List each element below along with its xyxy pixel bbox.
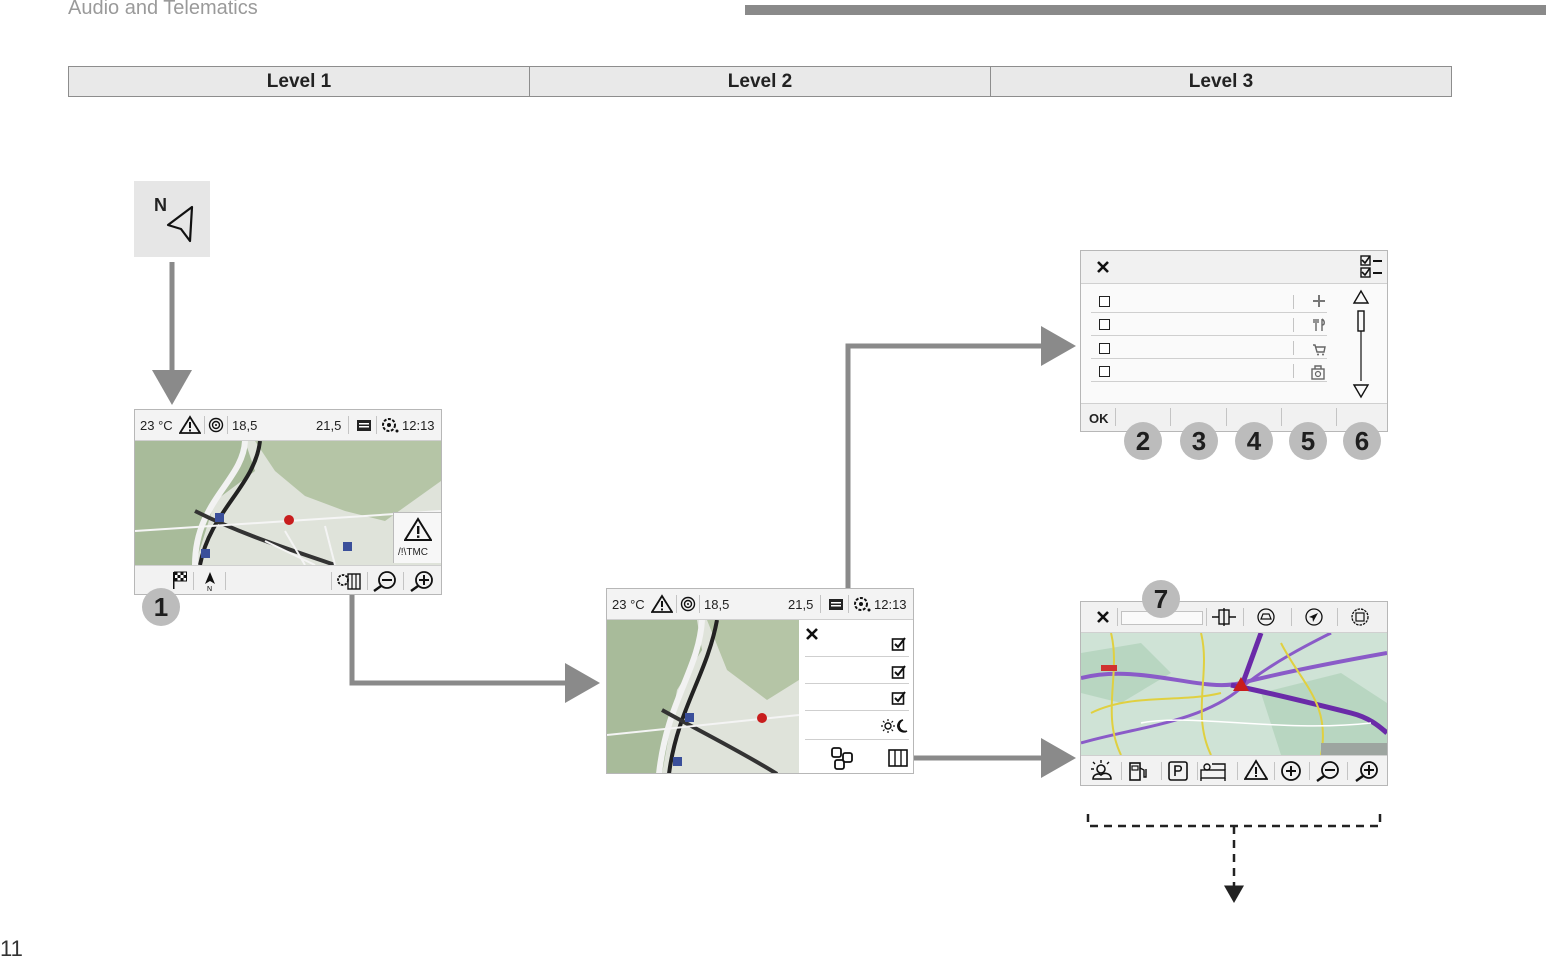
value-left: 18,5 bbox=[704, 597, 730, 612]
poi-checkbox[interactable] bbox=[1099, 343, 1110, 354]
poi-checkbox[interactable] bbox=[1099, 296, 1110, 307]
zoom-in-icon[interactable] bbox=[408, 570, 436, 592]
zoom-out-icon[interactable] bbox=[371, 570, 399, 592]
value-right: 21,5 bbox=[788, 597, 814, 612]
level-header-table: Level 1 Level 2 Level 3 bbox=[68, 66, 1452, 97]
navigation-arrow-icon bbox=[166, 205, 194, 243]
callout-7: 7 bbox=[1142, 580, 1180, 618]
temperature: 23 °C bbox=[612, 597, 645, 612]
svg-text:N: N bbox=[207, 586, 212, 592]
callout-6: 6 bbox=[1343, 422, 1381, 460]
map-options-icon[interactable] bbox=[1350, 607, 1370, 627]
map-scale-icon[interactable] bbox=[1211, 608, 1237, 626]
callout-2: 2 bbox=[1124, 422, 1162, 460]
poi-checkbox[interactable] bbox=[1099, 319, 1110, 330]
level2-map-options-screen: 23 °C 18,5 21,5 12:13 bbox=[606, 588, 914, 774]
list-footer-bar: OK bbox=[1081, 403, 1387, 431]
settings-gear-icon bbox=[382, 418, 399, 433]
ok-button[interactable]: OK bbox=[1089, 411, 1109, 426]
callout-5: 5 bbox=[1289, 422, 1327, 460]
north-up-icon[interactable]: N bbox=[202, 570, 218, 592]
callout-1: 1 bbox=[142, 588, 180, 626]
select-all-icon[interactable] bbox=[1359, 254, 1385, 280]
value-left: 18,5 bbox=[232, 418, 258, 433]
close-icon[interactable] bbox=[1096, 610, 1110, 624]
compass-icon[interactable] bbox=[1304, 607, 1324, 627]
level3-poi-list-screen: OK bbox=[1080, 250, 1388, 432]
traffic-warning-icon bbox=[404, 517, 432, 541]
status-bar: 23 °C 18,5 21,5 12:13 bbox=[607, 589, 913, 620]
close-button[interactable] bbox=[799, 620, 825, 648]
callout-4: 4 bbox=[1235, 422, 1273, 460]
map-settings-icon[interactable] bbox=[336, 571, 362, 591]
temperature: 23 °C bbox=[140, 418, 173, 433]
points-of-interest-icon[interactable] bbox=[829, 745, 855, 771]
close-icon bbox=[806, 628, 818, 640]
messages-icon bbox=[829, 599, 843, 610]
messages-icon bbox=[357, 420, 371, 431]
map-view-icon[interactable] bbox=[887, 748, 909, 768]
weather-icon[interactable] bbox=[1087, 759, 1117, 783]
settings-gear-icon bbox=[854, 597, 871, 612]
level3-map-screen bbox=[1080, 601, 1388, 786]
map-view[interactable] bbox=[607, 620, 799, 773]
tmc-label: /!\TMC bbox=[398, 547, 428, 558]
level-2-header: Level 2 bbox=[530, 67, 991, 96]
map-layer-toolbar bbox=[1081, 755, 1387, 785]
fuel-station-icon[interactable] bbox=[1127, 760, 1149, 782]
map-view[interactable] bbox=[1081, 633, 1387, 755]
level-1-header: Level 1 bbox=[69, 67, 530, 96]
section-title: Audio and Telematics bbox=[68, 0, 258, 19]
level1-navigation-screen: 23 °C 18,5 21,5 12:13 /!\TMC bbox=[134, 409, 442, 595]
header-bar bbox=[745, 5, 1546, 15]
arrow-level1-to-level2 bbox=[349, 594, 600, 703]
north-letter: N bbox=[154, 195, 167, 215]
traffic-warning-icon[interactable] bbox=[1244, 759, 1268, 781]
hotel-icon[interactable] bbox=[1199, 760, 1229, 782]
map-toolbar: N bbox=[135, 565, 441, 594]
add-point-icon[interactable] bbox=[1280, 760, 1302, 782]
callout-3: 3 bbox=[1180, 422, 1218, 460]
clock-time: 12:13 bbox=[874, 597, 907, 612]
map-options-menu bbox=[799, 620, 913, 773]
checkbox-checked-icon[interactable] bbox=[891, 690, 907, 706]
warning-icon bbox=[651, 594, 673, 613]
zoom-in-icon[interactable] bbox=[1353, 760, 1381, 782]
page-number: 11 bbox=[0, 936, 23, 961]
warning-icon bbox=[179, 415, 201, 434]
day-night-mode-icon[interactable] bbox=[881, 718, 909, 734]
close-icon[interactable] bbox=[1096, 260, 1110, 274]
poi-checkbox[interactable] bbox=[1099, 366, 1110, 377]
tmc-traffic-button[interactable]: /!\TMC bbox=[393, 512, 441, 563]
checkbox-checked-icon[interactable] bbox=[891, 664, 907, 680]
list-header bbox=[1081, 251, 1387, 284]
vehicle-view-icon[interactable] bbox=[1256, 607, 1276, 627]
dashed-bracket bbox=[1086, 814, 1382, 828]
level-3-header: Level 3 bbox=[1188, 70, 1254, 92]
tourism-icon bbox=[1311, 365, 1325, 380]
list-scrollbar[interactable] bbox=[1351, 289, 1371, 401]
clock-time: 12:13 bbox=[402, 418, 435, 433]
navigation-tile[interactable]: N bbox=[134, 181, 210, 257]
zoom-out-icon[interactable] bbox=[1314, 760, 1342, 782]
map-top-bar bbox=[1081, 602, 1387, 633]
status-bar: 23 °C 18,5 21,5 12:13 bbox=[135, 410, 441, 441]
map-view[interactable] bbox=[135, 441, 441, 565]
health-cross-icon bbox=[1313, 295, 1325, 307]
signal-icon bbox=[208, 417, 224, 433]
parking-icon[interactable] bbox=[1167, 760, 1189, 782]
signal-icon bbox=[680, 596, 696, 612]
restaurant-icon bbox=[1313, 318, 1325, 331]
shopping-cart-icon bbox=[1313, 344, 1326, 356]
value-right: 21,5 bbox=[316, 418, 342, 433]
checkbox-checked-icon[interactable] bbox=[891, 636, 907, 652]
destination-flag-icon[interactable] bbox=[171, 570, 189, 590]
